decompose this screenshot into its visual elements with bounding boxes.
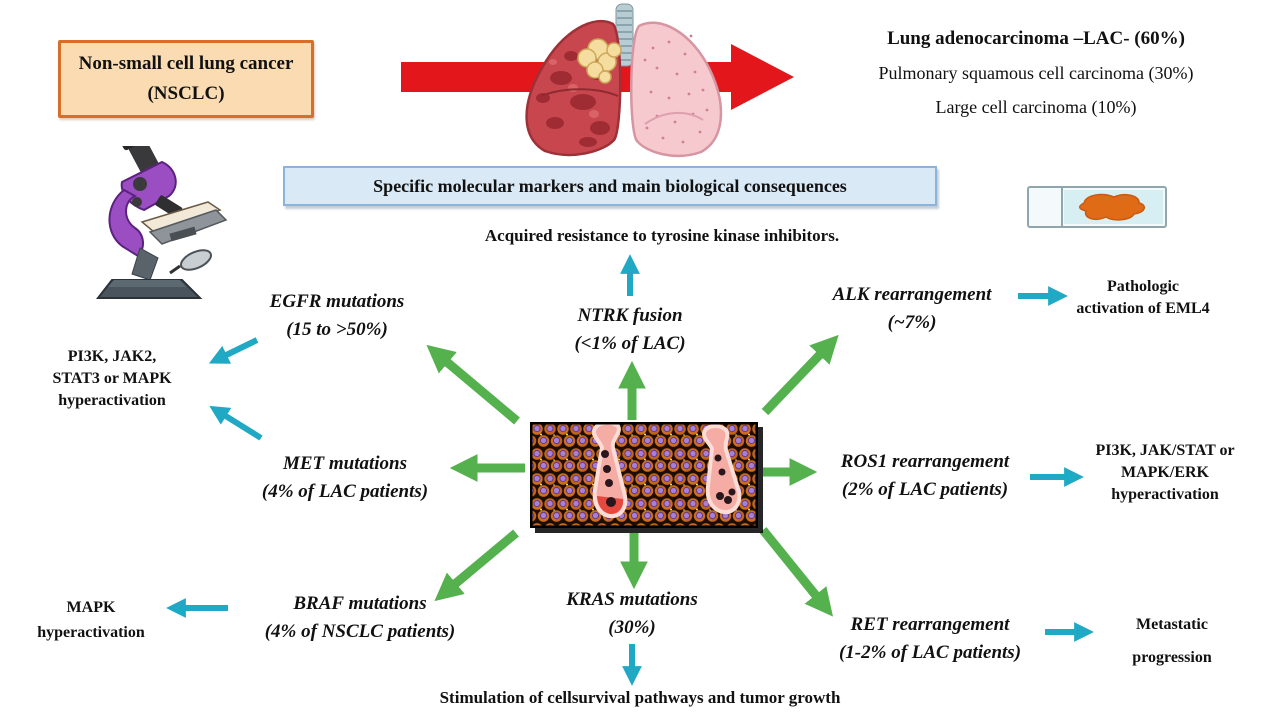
vessel-right [701,424,742,515]
green-arrow-to-ret [759,527,834,617]
green-arrow-to-braf [434,529,519,602]
marker-met: MET mutations (4% of LAC patients) [262,450,428,506]
consequence-mapk-line2: hyperactivation [37,624,145,641]
outcome-stimulation: Stimulation of cellsurvival pathways and… [439,688,841,707]
consequence-metastatic-line1: Metastatic [1136,616,1208,633]
consequence-pi3k-jakstat-line3: hyperactivation [1111,486,1219,503]
microscope-icon [95,146,228,299]
consequence-pi3k-jak2-line2: STAT3 or MAPK [52,370,172,387]
marker-egfr: EGFR mutations (15 to >50%) [270,288,405,344]
consequence-pi3k-jak2-line3: hyperactivation [58,392,166,409]
nsclc-title-line2: (NSCLC) [147,83,225,104]
consequence-pi3k-jakstat-line2: MAPK/ERK [1121,464,1209,481]
consequence-mapk: MAPK hyperactivation [37,595,145,645]
diseased-left-lung [525,19,622,157]
marker-braf-freq: (4% of NSCLC patients) [264,621,456,642]
marker-kras-name: KRAS mutations [566,589,698,610]
cyan-arrow-met-to-pi3k [209,405,263,441]
outcome-acquired-resistance: Acquired resistance to tyrosine kinase i… [484,226,840,245]
marker-ntrk: NTRK fusion (<1% of LAC) [574,302,685,358]
marker-met-freq: (4% of LAC patients) [261,481,429,502]
tumor-mass [577,38,622,84]
subtype-large-cell: Large cell carcinoma (10%) [935,97,1137,117]
consequence-pi3k-jakstat: PI3K, JAK/STAT or MAPK/ERK hyperactivati… [1095,440,1234,506]
markers-banner: Specific molecular markers and main biol… [283,166,937,206]
marker-braf-name: BRAF mutations [293,593,427,614]
marker-egfr-freq: (15 to >50%) [286,319,388,340]
marker-ros1-freq: (2% of LAC patients) [841,479,1009,500]
marker-kras: KRAS mutations (30%) [566,586,697,642]
marker-kras-freq: (30%) [608,617,656,638]
tumor-histology-image [527,419,761,531]
subtype-squamous: Pulmonary squamous cell carcinoma (30%) [878,63,1194,83]
lungs-with-tumor-icon [401,3,794,158]
marker-met-name: MET mutations [282,453,408,474]
nsclc-title-line1: Non-small cell lung cancer [78,53,294,74]
subtype-lac: Lung adenocarcinoma –LAC- (60%) [887,28,1185,49]
marker-ret-freq: (1-2% of LAC patients) [838,642,1022,663]
marker-ntrk-name: NTRK fusion [577,305,683,326]
consequence-metastatic: Metastatic progression [1132,608,1211,674]
nsclc-title-box: Non-small cell lung cancer (NSCLC) [58,40,314,118]
marker-alk-freq: (~7%) [887,312,937,333]
green-arrow-to-egfr [426,344,520,425]
consequence-mapk-line1: MAPK [66,599,116,616]
marker-ros1: ROS1 rearrangement (2% of LAC patients) [841,448,1009,504]
marker-braf: BRAF mutations (4% of NSCLC patients) [265,590,456,646]
marker-alk-name: ALK rearrangement [832,284,992,305]
cyan-arrow-egfr-to-pi3k [208,337,259,364]
marker-egfr-name: EGFR mutations [269,291,405,312]
marker-ret: RET rearrangement (1-2% of LAC patients) [839,611,1021,667]
green-arrow-to-alk [761,334,839,416]
marker-ros1-name: ROS1 rearrangement [840,451,1010,472]
consequence-pi3k-jak2-line1: PI3K, JAK2, [67,348,157,365]
vessel-left [591,420,628,519]
consequence-metastatic-line2: progression [1132,649,1212,666]
marker-ret-name: RET rearrangement [850,614,1010,635]
consequence-pi3k-jakstat-line1: PI3K, JAK/STAT or [1095,442,1235,459]
specimen-slide-icon [1027,186,1167,228]
consequence-eml4-line2: activation of EML4 [1076,300,1210,317]
marker-ntrk-freq: (<1% of LAC) [574,333,686,354]
markers-banner-label: Specific molecular markers and main biol… [373,175,847,196]
consequence-eml4: Pathologic activation of EML4 [1076,276,1209,320]
cancer-subtype-list: Lung adenocarcinoma –LAC- (60%) Pulmonar… [879,22,1194,124]
marker-alk: ALK rearrangement (~7%) [833,281,992,337]
consequence-pi3k-jak2: PI3K, JAK2, STAT3 or MAPK hyperactivatio… [52,346,171,412]
consequence-eml4-line1: Pathologic [1106,278,1179,295]
healthy-right-lung [630,21,723,158]
